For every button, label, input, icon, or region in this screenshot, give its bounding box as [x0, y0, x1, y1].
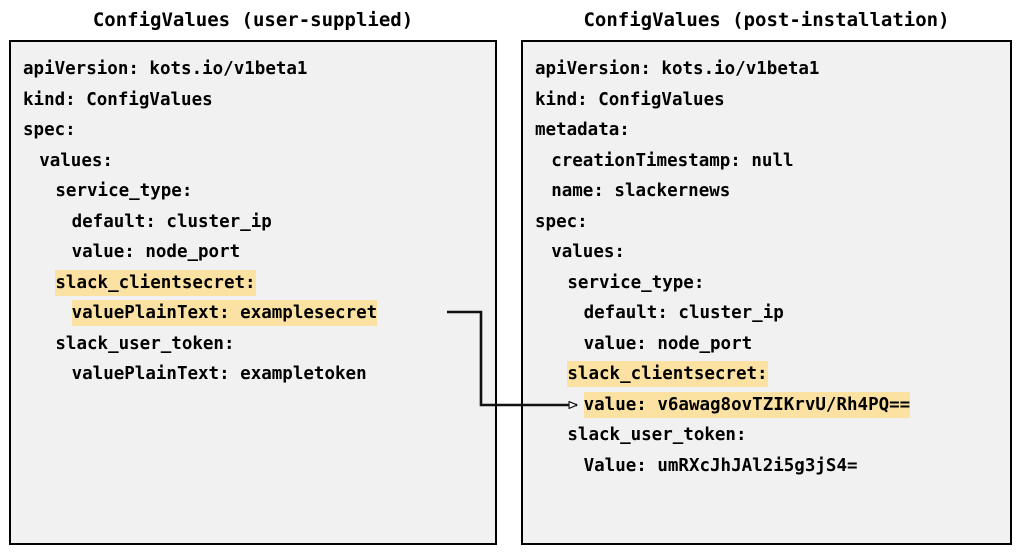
- code-text: slack_user_token:: [567, 425, 747, 445]
- code-text: kind: ConfigValues: [535, 89, 725, 110]
- code-text: metadata:: [535, 120, 630, 140]
- code-text: value: v6awag8ovTZIKrvU/Rh4PQ==: [583, 391, 911, 418]
- code-line: metadata:: [523, 115, 1010, 146]
- code-text: default: cluster_ip: [583, 303, 784, 323]
- code-line: kind: ConfigValues: [11, 85, 495, 116]
- code-line: value: node_port: [523, 329, 1010, 360]
- code-line: service_type:: [11, 176, 495, 207]
- code-line: apiVersion: kots.io/v1beta1: [11, 54, 495, 85]
- code-line: values:: [523, 237, 1010, 268]
- code-text: spec:: [535, 211, 588, 232]
- code-text: kind: ConfigValues: [23, 89, 213, 110]
- code-line: name: slackernews: [523, 176, 1010, 207]
- code-line: default: cluster_ip: [11, 207, 495, 238]
- left-config-box: apiVersion: kots.io/v1beta1 kind: ConfigV…: [9, 40, 497, 545]
- code-line: slack_user_token:: [11, 329, 495, 360]
- code-text: slack_clientsecret:: [567, 361, 768, 387]
- code-line: spec:: [523, 207, 1010, 238]
- code-line: valuePlainText: examplesecret: [11, 298, 495, 329]
- code-line: slack_clientsecret:: [11, 268, 495, 299]
- right-panel-title: ConfigValues (post-installation): [583, 9, 950, 31]
- code-line: spec:: [11, 115, 495, 146]
- code-text: default: cluster_ip: [71, 211, 272, 232]
- code-text: apiVersion: kots.io/v1beta1: [535, 59, 820, 79]
- code-text: valuePlainText: exampletoken: [71, 364, 367, 384]
- code-line: kind: ConfigValues: [523, 85, 1010, 116]
- code-line: apiVersion: kots.io/v1beta1: [523, 54, 1010, 85]
- left-panel-title: ConfigValues (user-supplied): [92, 9, 414, 31]
- code-text: Value: umRXcJhJAl2i5g3jS4=: [583, 455, 858, 476]
- code-line: default: cluster_ip: [523, 298, 1010, 329]
- code-text: slack_clientsecret:: [55, 269, 256, 296]
- code-text: value: node_port: [583, 333, 753, 354]
- code-text: values:: [39, 150, 113, 171]
- right-config-lines: apiVersion: kots.io/v1beta1 kind: ConfigV…: [523, 42, 1010, 481]
- code-text: creationTimestamp: null: [551, 150, 794, 171]
- code-line: service_type:: [523, 268, 1010, 299]
- code-text: value: node_port: [71, 242, 241, 262]
- code-text: valuePlainText: examplesecret: [71, 300, 378, 326]
- code-line: valuePlainText: exampletoken: [11, 359, 495, 390]
- code-text: name: slackernews: [551, 181, 731, 201]
- code-line: values:: [11, 146, 495, 177]
- code-text: apiVersion: kots.io/v1beta1: [23, 59, 308, 79]
- code-text: service_type:: [55, 181, 193, 201]
- left-config-lines: apiVersion: kots.io/v1beta1 kind: ConfigV…: [11, 42, 495, 390]
- code-text: values:: [551, 242, 625, 262]
- code-line: slack_clientsecret:: [523, 359, 1010, 390]
- code-line: value: v6awag8ovTZIKrvU/Rh4PQ==: [523, 390, 1010, 421]
- code-line: creationTimestamp: null: [523, 146, 1010, 177]
- code-text: service_type:: [567, 272, 705, 293]
- code-line: slack_user_token:: [523, 420, 1010, 451]
- right-config-box: apiVersion: kots.io/v1beta1 kind: ConfigV…: [521, 40, 1012, 545]
- code-text: slack_user_token:: [55, 333, 235, 354]
- code-line: Value: umRXcJhJAl2i5g3jS4=: [523, 451, 1010, 482]
- code-text: spec:: [23, 120, 76, 140]
- code-line: value: node_port: [11, 237, 495, 268]
